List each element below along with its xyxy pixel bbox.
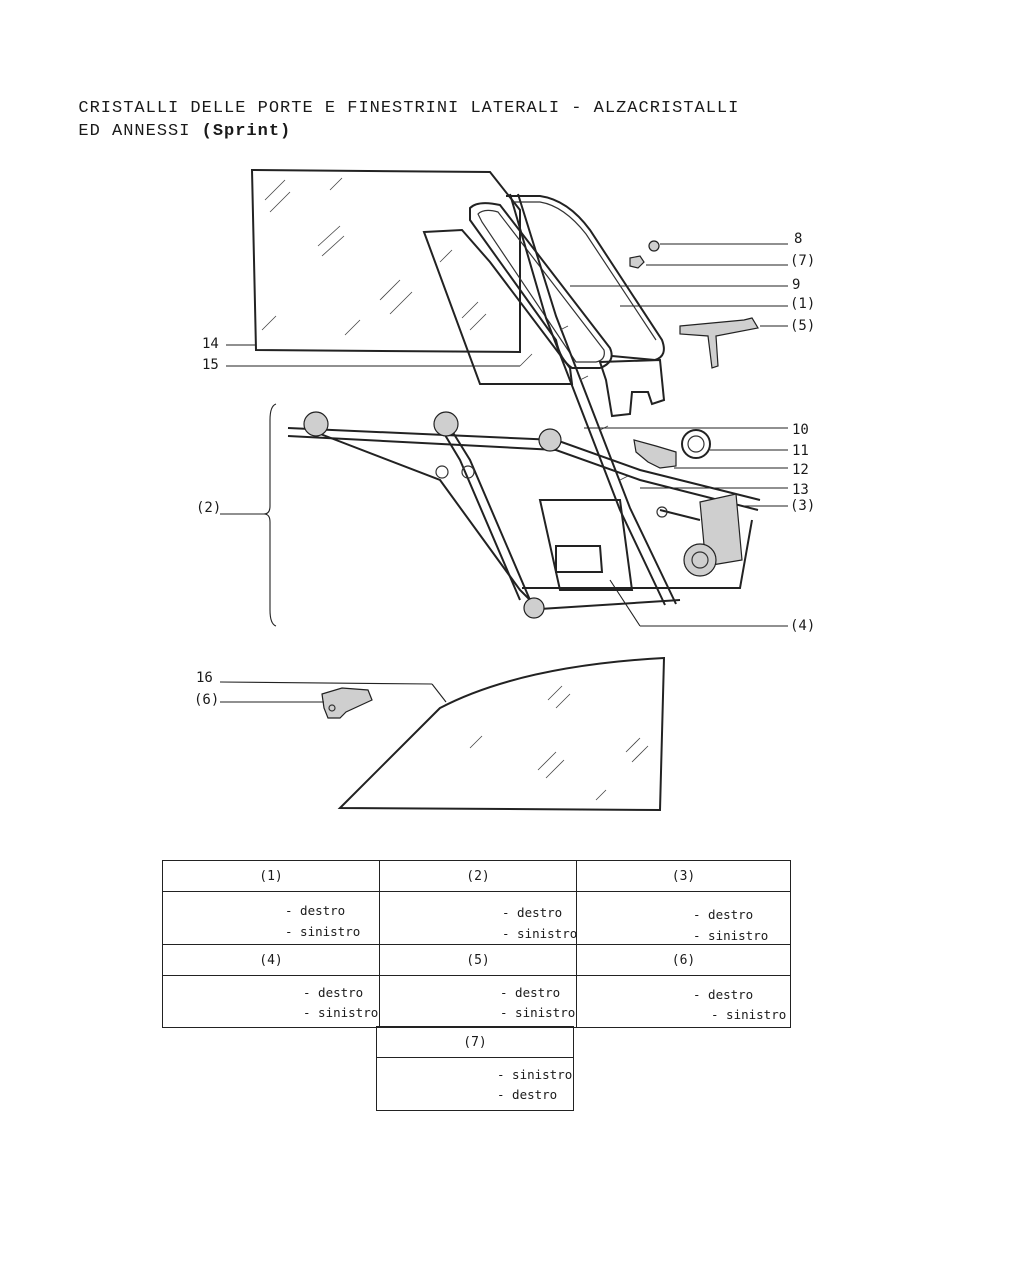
leader-lines: [219, 243, 788, 703]
option-sinistro: - sinistro: [502, 926, 578, 941]
option-destro: - destro: [693, 907, 754, 922]
option-destro: - destro: [502, 905, 563, 920]
variants-table: (1) - destro - sinistro (2) - destro - s…: [162, 860, 791, 1028]
table-cell-5: (5) - destro - sinistro: [380, 945, 577, 1027]
table-cell-6: (6) - destro - sinistro: [577, 945, 790, 1027]
cell-options: - destro - sinistro: [577, 975, 790, 1027]
variants-table-extra: (7) - sinistro - destro: [376, 1026, 574, 1111]
cell-options: - destro - sinistro: [577, 891, 790, 944]
callout-6: (6): [194, 692, 219, 708]
callout-12: 12: [792, 462, 809, 478]
page-title: CRISTALLI DELLE PORTE E FINESTRINI LATER…: [56, 80, 739, 118]
callout-5: (5): [790, 318, 815, 334]
cell-header: (2): [380, 861, 576, 892]
table-cell-1: (1) - destro - sinistro: [163, 861, 380, 945]
option-destro: - destro: [303, 985, 364, 1000]
callout-4: (4): [790, 618, 815, 634]
option-destro: - destro: [285, 903, 346, 918]
cell-header: (5): [380, 945, 576, 976]
callout-13: 13: [792, 482, 809, 498]
page-title-line-2: ED ANNESSI (Sprint): [56, 103, 291, 141]
title-line-1: CRISTALLI DELLE PORTE E FINESTRINI LATER…: [78, 99, 740, 118]
cell-header: (4): [163, 945, 379, 976]
nut-part-7: [629, 255, 645, 269]
option-sinistro: - sinistro: [303, 1005, 379, 1020]
handle-part-5: [679, 317, 759, 369]
cell-header: (3): [577, 861, 790, 892]
cell-header: (6): [577, 945, 790, 976]
option-sinistro: - sinistro: [711, 1007, 787, 1022]
title-line-2-model: (Sprint): [201, 122, 292, 141]
title-line-2-prefix: ED ANNESSI: [78, 122, 202, 141]
callout-3: (3): [790, 498, 815, 514]
cell-header: (7): [377, 1027, 573, 1058]
option-destro: - destro: [693, 987, 754, 1002]
callout-16: 16: [196, 670, 213, 686]
option-sinistro: - sinistro: [500, 1005, 576, 1020]
callout-10: 10: [792, 422, 809, 438]
callout-7: (7): [790, 253, 815, 269]
option-sinistro: - sinistro: [285, 924, 361, 939]
option-sinistro: - sinistro: [693, 928, 769, 943]
cell-options: - destro - sinistro: [163, 891, 379, 944]
table-cell-7: (7) - sinistro - destro: [377, 1027, 573, 1110]
callout-8: 8: [794, 231, 802, 247]
screw-part-8: [648, 240, 660, 252]
callout-15: 15: [202, 357, 219, 373]
callout-1: (1): [790, 296, 815, 312]
rosette-part-11: [681, 429, 711, 459]
cell-options: - destro - sinistro: [163, 975, 379, 1027]
option-sinistro: - sinistro: [497, 1067, 573, 1082]
option-destro: - destro: [497, 1087, 558, 1102]
vent-frame-part-1: [469, 193, 677, 606]
rear-quarter-glass-part-16: [337, 656, 666, 812]
table-cell-3: (3) - destro - sinistro: [577, 861, 790, 945]
callout-9: 9: [792, 277, 800, 293]
callout-2: (2): [196, 500, 221, 516]
callout-11: 11: [792, 443, 809, 459]
bracket-part-2: [263, 403, 277, 627]
cell-options: - destro - sinistro: [380, 975, 576, 1027]
callout-14: 14: [202, 336, 219, 352]
quarter-latch-part-6: [321, 687, 373, 719]
crank-part-12: [633, 439, 677, 469]
inner-glass-part-15: [422, 228, 574, 385]
table-cell-4: (4) - destro - sinistro: [163, 945, 380, 1027]
regulator-gearbox-part-3: [656, 493, 743, 577]
window-regulator-part-2: [287, 411, 761, 619]
cell-options: - sinistro - destro: [377, 1057, 573, 1110]
option-destro: - destro: [500, 985, 561, 1000]
table-cell-2: (2) - destro - sinistro: [380, 861, 577, 945]
cell-options: - destro - sinistro: [380, 891, 578, 944]
cell-header: (1): [163, 861, 379, 892]
door-glass-part-14: [250, 168, 521, 354]
